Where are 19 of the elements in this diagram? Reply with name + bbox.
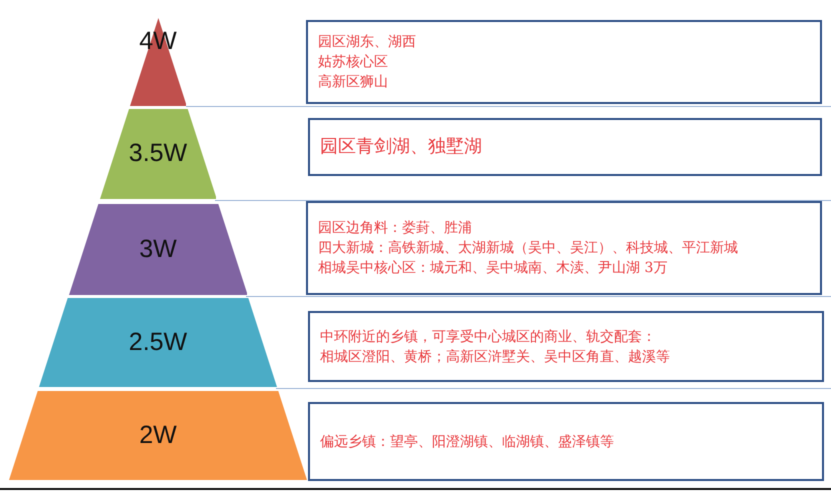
description-text: 偏远乡镇：望亭、阳澄湖镇、临湖镇、盛泽镇等	[320, 432, 615, 452]
description-text: 高新区狮山	[318, 73, 389, 92]
description-text: 园区边角料：娄葑、胜浦	[318, 219, 473, 238]
description-box	[308, 311, 824, 382]
tier-label: 3.5W	[128, 139, 188, 168]
description-box	[306, 20, 822, 104]
description-text: 中环附近的乡镇，可享受中心城区的商业、轨交配套：	[320, 328, 657, 346]
description-text: 相城吴中核心区：城元和、吴中城南、木渎、尹山湖 3万	[318, 259, 668, 278]
description-text: 姑苏核心区	[318, 53, 389, 72]
tier-label: 3W	[139, 234, 177, 264]
description-text: 园区湖东、湖西	[318, 33, 417, 52]
description-box	[308, 402, 824, 481]
description-box	[308, 118, 822, 176]
tier-label: 2.5W	[128, 328, 188, 356]
description-text: 园区青剑湖、独墅湖	[320, 137, 483, 157]
description-text: 相城区澄阳、黄桥；高新区浒墅关、吴中区角直、越溪等	[320, 348, 671, 366]
description-box	[306, 201, 822, 295]
tier-label: 2W	[139, 420, 177, 450]
description-text: 四大新城：高铁新城、太湖新城（吴中、吴江）、科技城、平江新城	[318, 239, 739, 258]
